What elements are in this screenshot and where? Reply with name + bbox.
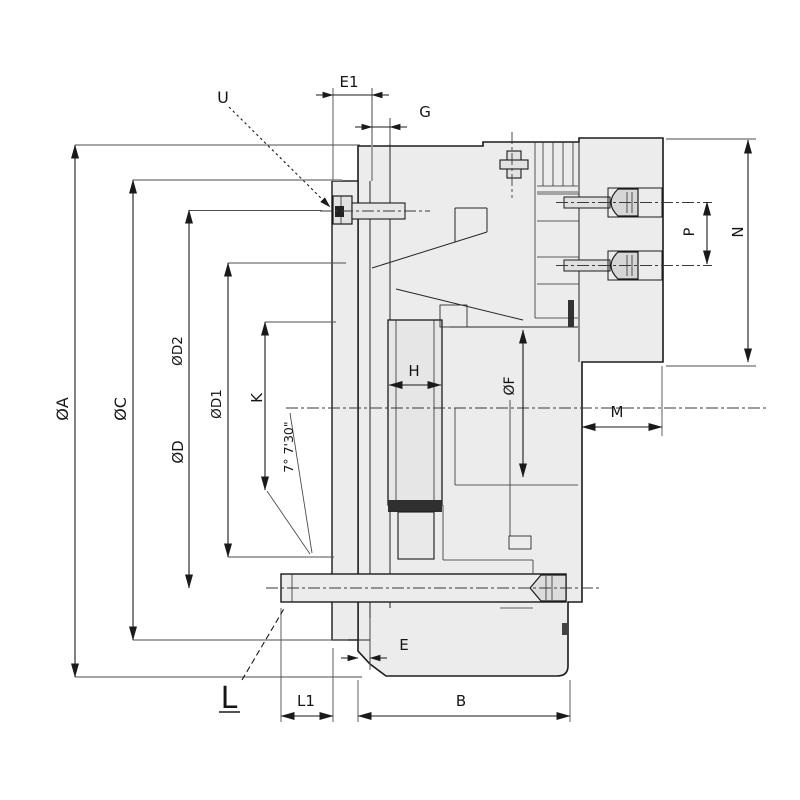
extension-lines <box>75 88 756 722</box>
label-dia-f: ØF <box>502 376 518 395</box>
label-h: H <box>408 362 419 380</box>
wedge-edge <box>395 288 524 321</box>
dimension-lines <box>70 91 753 721</box>
set-screw-cross <box>499 159 529 170</box>
taper-extension-line2 <box>266 490 311 555</box>
label-dia-a: ØA <box>53 397 72 421</box>
label-b: B <box>456 692 466 710</box>
face-notch <box>562 623 568 635</box>
label-e: E <box>399 636 408 654</box>
adapter-flange-plate <box>331 180 359 641</box>
center-sleeve <box>387 319 443 560</box>
label-dia-d: ØD <box>169 440 187 463</box>
label-u: U <box>217 88 229 107</box>
wedge-mechanism <box>371 207 578 328</box>
l-leader-line <box>241 606 286 681</box>
sleeve-body <box>387 319 443 506</box>
top-set-screw <box>499 150 529 179</box>
wedge-edge <box>371 231 488 269</box>
label-g: G <box>419 103 431 121</box>
u-screw-slot <box>335 206 344 217</box>
label-p: P <box>682 227 698 236</box>
label-dia-c: ØC <box>111 397 130 421</box>
key-block <box>508 535 532 550</box>
master-jaw <box>534 142 579 319</box>
taper-extension-line <box>289 412 313 554</box>
label-dia-d1: ØD1 <box>209 389 225 419</box>
sleeve-stem <box>397 511 435 560</box>
label-n: N <box>729 226 747 237</box>
sleeve-seal-band <box>388 500 442 512</box>
label-l1: L1 <box>297 692 315 710</box>
leader-lines <box>219 106 331 713</box>
label-l: L <box>221 681 238 716</box>
dimension-labels: U E1 G ØA ØC ØD2 ØD ØD1 K 7° 7'30" H ØF … <box>53 73 747 716</box>
label-dia-d2: ØD2 <box>170 336 186 366</box>
lower-body-details <box>442 400 578 635</box>
label-taper-angle: 7° 7'30" <box>281 421 296 472</box>
section-hatch-block <box>568 300 574 327</box>
label-e1: E1 <box>339 73 358 91</box>
label-k: K <box>248 392 266 403</box>
u-leader-line <box>228 106 331 208</box>
label-m: M <box>611 403 624 421</box>
